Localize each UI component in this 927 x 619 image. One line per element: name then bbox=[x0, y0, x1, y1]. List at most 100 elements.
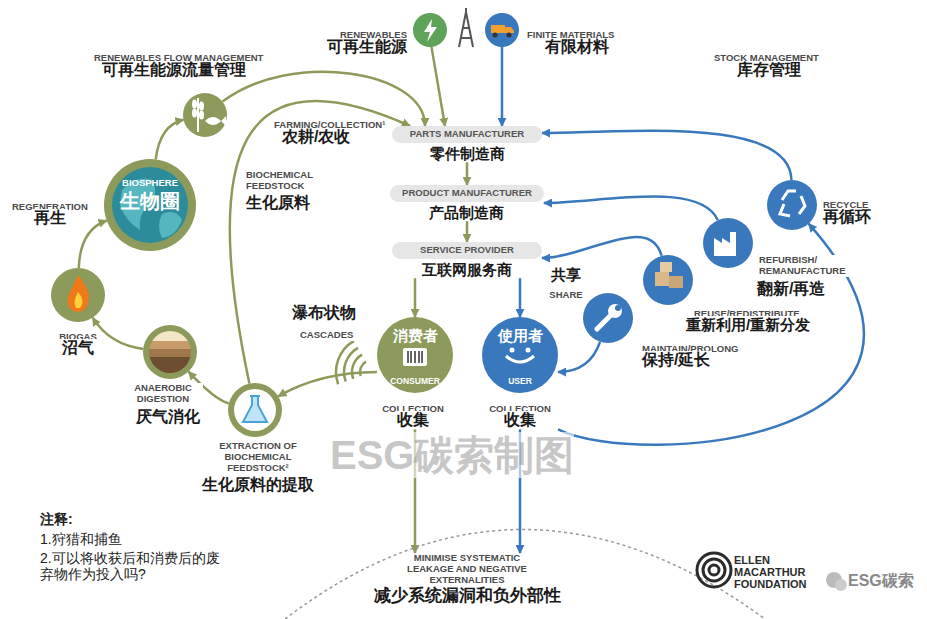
chinese-label: 瀑布状物 bbox=[290, 304, 358, 322]
text-slot: REFURBISH/ REMANUFACTURE bbox=[757, 255, 857, 278]
user-circle: 使用者USERCOLLECTION收集 bbox=[482, 317, 558, 393]
chinese-label: 消费者 bbox=[393, 327, 438, 344]
chinese-label: 收集 bbox=[395, 411, 431, 429]
chinese-label: 减少系统漏洞和负外部性 bbox=[374, 586, 561, 606]
reuse-circle: REUSE/REDISTRIBUTE重新利用/重新分发 bbox=[643, 255, 693, 305]
text-slot: 厌气消化 bbox=[123, 408, 213, 426]
text-slot: 瀑布状物 bbox=[290, 304, 370, 322]
flow-arrow bbox=[278, 372, 377, 396]
chinese-label: 保持/延长 bbox=[640, 351, 712, 369]
text-slot: CASCADES bbox=[298, 324, 368, 342]
chinese-label: 库存管理 bbox=[735, 61, 803, 79]
chinese-label: 生化原料的提取 bbox=[200, 476, 316, 494]
circle-fill bbox=[143, 325, 197, 379]
english-label: MINIMISE SYSTEMATIC LEAKAGE AND NEGATIVE… bbox=[402, 553, 532, 586]
flow-arrow bbox=[542, 131, 791, 180]
chinese-label: 零件制造商 bbox=[392, 145, 542, 162]
english-label: SHARE bbox=[547, 290, 584, 301]
leakage-region: MINIMISE SYSTEMATIC LEAKAGE AND NEGATIVE… bbox=[374, 553, 561, 605]
circle-shape bbox=[583, 293, 633, 343]
text-slot: SHARE bbox=[541, 284, 591, 302]
circle-fill bbox=[767, 180, 817, 230]
biogas-circle: BIOGAS沼气 bbox=[51, 268, 105, 322]
chinese-label: 厌气消化 bbox=[134, 408, 202, 426]
english-label: BIOSPHERE bbox=[122, 178, 178, 189]
flow-arrow bbox=[519, 278, 522, 317]
circle-fill bbox=[413, 13, 447, 47]
text-slot: BIOSPHERE bbox=[110, 172, 190, 190]
circle-shape bbox=[143, 325, 197, 379]
chinese-label: 注释: bbox=[40, 511, 73, 527]
text-slot: 可再生能源流量管理 bbox=[100, 61, 270, 79]
circle-fill bbox=[183, 93, 227, 137]
circle-fill bbox=[643, 255, 693, 305]
text-slot: 1.狩猎和捕鱼 bbox=[40, 530, 240, 548]
english-label: PRODUCT MANUFACTURER bbox=[390, 185, 544, 202]
oil-rig-icon bbox=[459, 8, 473, 47]
chinese-label: 重新利用/重新分发 bbox=[684, 316, 812, 333]
circle-fill bbox=[228, 383, 282, 437]
recycle-circle: RECYCLE再循环 bbox=[767, 180, 817, 230]
cascade-arcs bbox=[336, 341, 366, 384]
chinese-label: 可再生能源流量管理 bbox=[100, 61, 248, 79]
chinese-label: 收集 bbox=[502, 411, 538, 429]
english-label: ELLEN MACARTHUR FOUNDATION bbox=[734, 554, 814, 590]
chinese-label: 翻新/再造 bbox=[755, 280, 827, 298]
circle-shape bbox=[183, 93, 227, 137]
circle-fill bbox=[485, 13, 519, 47]
english-label: PARTS MANUFACTURER bbox=[392, 126, 542, 143]
flow-arrow bbox=[542, 237, 662, 258]
circle-fill bbox=[104, 159, 196, 251]
english-label: SERVICE PROVIDER bbox=[392, 242, 542, 259]
circle-shape bbox=[51, 268, 105, 322]
text-slot: 注释: bbox=[40, 510, 100, 528]
circle-shape bbox=[413, 13, 447, 47]
digestion-circle: ANAEROBIC DIGESTION厌气消化 bbox=[143, 325, 197, 379]
flow-arrow bbox=[223, 72, 426, 126]
flow-arrow bbox=[501, 47, 504, 126]
circle-shape bbox=[703, 218, 753, 268]
leakage-dashed-arc bbox=[285, 530, 765, 619]
circle-fill bbox=[703, 218, 753, 268]
farming-circle: FARMING/COLLECTION¹农耕/农收 bbox=[183, 93, 227, 137]
text-slot: 共享 bbox=[544, 266, 588, 284]
flow-arrow bbox=[432, 47, 446, 126]
chinese-label: 再生 bbox=[32, 209, 68, 227]
english-label: REFURBISH/ REMANUFACTURE bbox=[757, 255, 857, 277]
text-slot: ESG碳索制图 bbox=[330, 432, 630, 478]
text-slot: 消费者 bbox=[380, 327, 450, 345]
text-slot: 可再生能源 bbox=[299, 38, 409, 56]
english-label: USER bbox=[508, 377, 532, 387]
circle-shape bbox=[643, 255, 693, 305]
material-source-circle: FINITE MATERIALS有限材料 bbox=[485, 13, 519, 47]
chinese-label: 可再生能源 bbox=[325, 38, 409, 56]
text-slot: ESG碳索 bbox=[848, 572, 923, 590]
consumer-circle: 消费者CONSUMERCOLLECTION收集 bbox=[377, 317, 453, 393]
text-slot: ELLEN MACARTHUR FOUNDATION bbox=[734, 554, 814, 592]
text-slot: 重新利用/重新分发 bbox=[684, 316, 844, 334]
chinese-label: 使用者 bbox=[498, 327, 543, 344]
english-label: ANAEROBIC DIGESTION bbox=[123, 383, 203, 405]
share-circle: 共享SHAREMAINTAIN/PROLONG保持/延长 bbox=[583, 293, 633, 343]
circle-fill bbox=[377, 317, 453, 393]
chinese-label: 沼气 bbox=[60, 339, 96, 357]
text-slot: ANAEROBIC DIGESTION bbox=[123, 383, 203, 406]
text-slot: 有限材料 bbox=[543, 38, 643, 56]
chinese-label: 1.狩猎和捕鱼 bbox=[40, 531, 122, 547]
flow-arrow bbox=[544, 196, 718, 220]
chinese-label: 2.可以将收获后和消费后的废弃物作为投入吗? bbox=[40, 550, 230, 582]
text-slot: 生化原料的提取 bbox=[193, 476, 323, 494]
chinese-label: 生物圈 bbox=[120, 190, 180, 213]
english-label: CONSUMER bbox=[390, 377, 440, 387]
text-slot: EXTRACTION OF BIOCHEMICAL FEEDSTOCK² bbox=[211, 441, 306, 475]
chinese-label: 生化原料 bbox=[244, 194, 312, 212]
english-label: BIOCHEMICAL FEEDSTOCK bbox=[244, 170, 324, 192]
flow-arrow bbox=[414, 278, 417, 317]
flow-arrow bbox=[156, 120, 184, 160]
process-band: SERVICE PROVIDER 互联网服务商 bbox=[392, 242, 542, 278]
chinese-label: 互联网服务商 bbox=[392, 261, 542, 278]
extraction-circle: EXTRACTION OF BIOCHEMICAL FEEDSTOCK²生化原料… bbox=[228, 383, 282, 437]
wechat-icon bbox=[826, 572, 847, 591]
foundation-logo bbox=[697, 553, 731, 587]
